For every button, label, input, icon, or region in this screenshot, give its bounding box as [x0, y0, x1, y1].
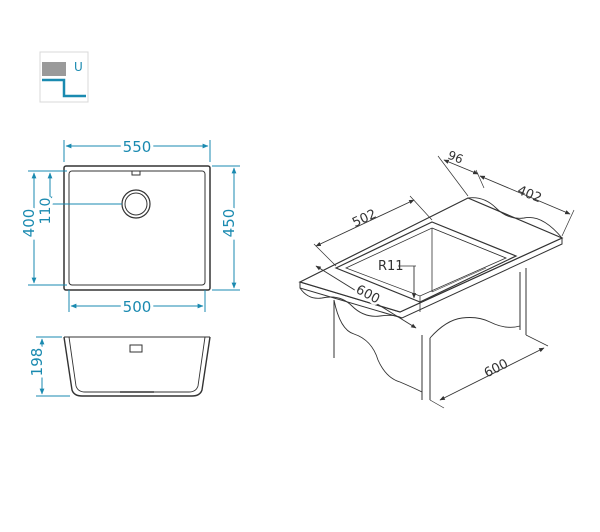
dim-bowl-width: 402 [515, 183, 544, 206]
undermount-icon: U [39, 51, 89, 103]
dim-drain-offset: 110 [38, 198, 54, 225]
dim-depth: 198 [28, 348, 46, 377]
drain-icon [121, 170, 151, 219]
dim-inner-width: 500 [123, 298, 152, 316]
top-view: 550 500 450 400 110 [17, 135, 241, 319]
dim-inner-height: 400 [20, 209, 38, 238]
dim-outer-height: 450 [220, 209, 238, 238]
dim-cabinet-width-side: 600 [482, 357, 511, 382]
dim-bowl-length: 502 [350, 207, 379, 231]
mount-type-label: U [74, 60, 83, 74]
section-view: 198 [25, 336, 211, 397]
dim-outer-width: 550 [123, 138, 152, 156]
iso-view: 502 96 402 R11 600 600 [298, 148, 575, 409]
dim-top-offset: 96 [446, 148, 465, 167]
dim-corner-radius: R11 [378, 259, 404, 274]
